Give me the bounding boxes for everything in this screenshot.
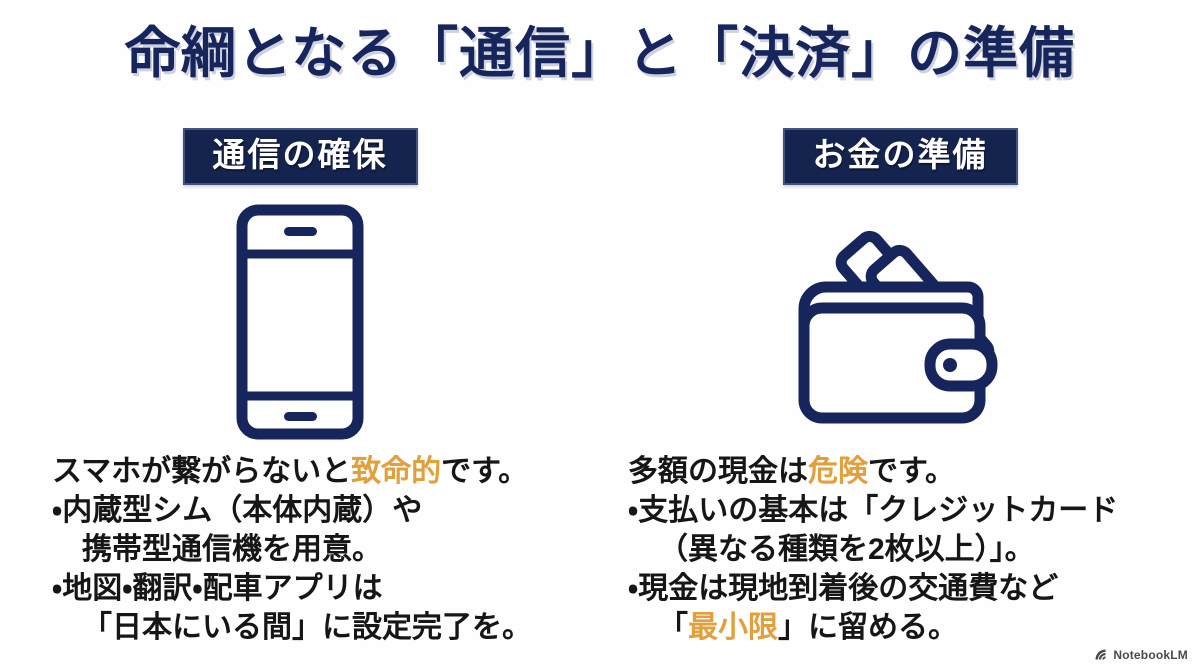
icon-area-right [600, 191, 1200, 453]
column-communication: 通信の確保 スマホが繋がらないと致命的です。 [0, 120, 600, 660]
bullet-item-left-1-line2: 携帯型通信機を用意。 [52, 530, 600, 569]
section-badge-money: お金の準備 [782, 128, 1018, 185]
bullet-text-highlight: 最小限 [688, 610, 778, 644]
badge-wrap-left: 通信の確保 [0, 128, 600, 185]
bullet-item-left-2-line1: ・地図・翻訳・配車アプリは [52, 569, 600, 608]
body-text-left: スマホが繋がらないと致命的です。 ・内蔵型シム（本体内蔵）や 携帯型通信機を用意… [0, 453, 600, 647]
bullet-text: 内蔵型シム（本体内蔵）や [62, 493, 423, 527]
bullet-text: 携帯型通信機を用意。 [82, 532, 382, 566]
lead-highlight-left: 致命的 [351, 454, 442, 488]
bullet-marker: ・ [52, 493, 63, 527]
content-columns: 通信の確保 スマホが繋がらないと致命的です。 [0, 120, 1200, 660]
bullet-marker: ・ [628, 571, 639, 605]
lead-line-right: 多額の現金は危険です。 [628, 453, 1200, 491]
wallet-icon [782, 204, 1018, 440]
title-bar: 命綱となる「通信」と「決済」の準備 [0, 22, 1200, 84]
bullet-text: 「日本にいる間」に設定完了を。 [82, 610, 532, 644]
notebooklm-watermark: NotebookLM [1093, 647, 1188, 662]
lead-line-left: スマホが繋がらないと致命的です。 [52, 453, 600, 491]
bullet-item-right-2-line1: ・現金は現地到着後の交通費など [628, 569, 1200, 608]
body-text-right: 多額の現金は危険です。 ・支払いの基本は「クレジットカード （異なる種類を2枚以… [600, 453, 1200, 647]
bullet-text: （異なる種類を2枚以上）」。 [658, 532, 1035, 566]
lead-before-right: 多額の現金は [628, 454, 808, 488]
bullet-text: 現金は現地到着後の交通費など [638, 571, 1059, 605]
notebooklm-logo-icon [1093, 647, 1108, 662]
lead-after-right: です。 [868, 454, 955, 488]
lead-before-left: スマホが繋がらないと [52, 454, 352, 488]
bullet-item-left-1-line1: ・内蔵型シム（本体内蔵）や [52, 491, 600, 530]
bullet-item-right-1-line2: （異なる種類を2枚以上）」。 [628, 530, 1200, 569]
column-money: お金の準備 [600, 120, 1200, 660]
lead-after-left: です。 [441, 454, 529, 488]
bullet-text-suffix: 」に留める。 [778, 610, 958, 644]
bullet-marker: ・ [628, 493, 639, 527]
icon-area-left [0, 191, 600, 453]
bullet-item-left-2-line2: 「日本にいる間」に設定完了を。 [52, 608, 600, 647]
bullet-text-prefix: 「 [658, 610, 688, 644]
bullet-text: 地図・翻訳・配車アプリは [62, 571, 383, 605]
page-title: 命綱となる「通信」と「決済」の準備 [124, 22, 1076, 84]
smartphone-icon [236, 204, 364, 440]
badge-wrap-right: お金の準備 [600, 128, 1200, 185]
section-badge-communication: 通信の確保 [182, 128, 418, 185]
notebooklm-label: NotebookLM [1113, 647, 1188, 662]
bullet-text: 支払いの基本は「クレジットカード [638, 493, 1119, 527]
bullet-item-right-1-line1: ・支払いの基本は「クレジットカード [628, 491, 1200, 530]
lead-highlight-right: 危険 [808, 454, 868, 488]
bullet-item-right-2-line2: 「最小限」に留める。 [628, 608, 1200, 647]
bullet-marker: ・ [52, 571, 63, 605]
